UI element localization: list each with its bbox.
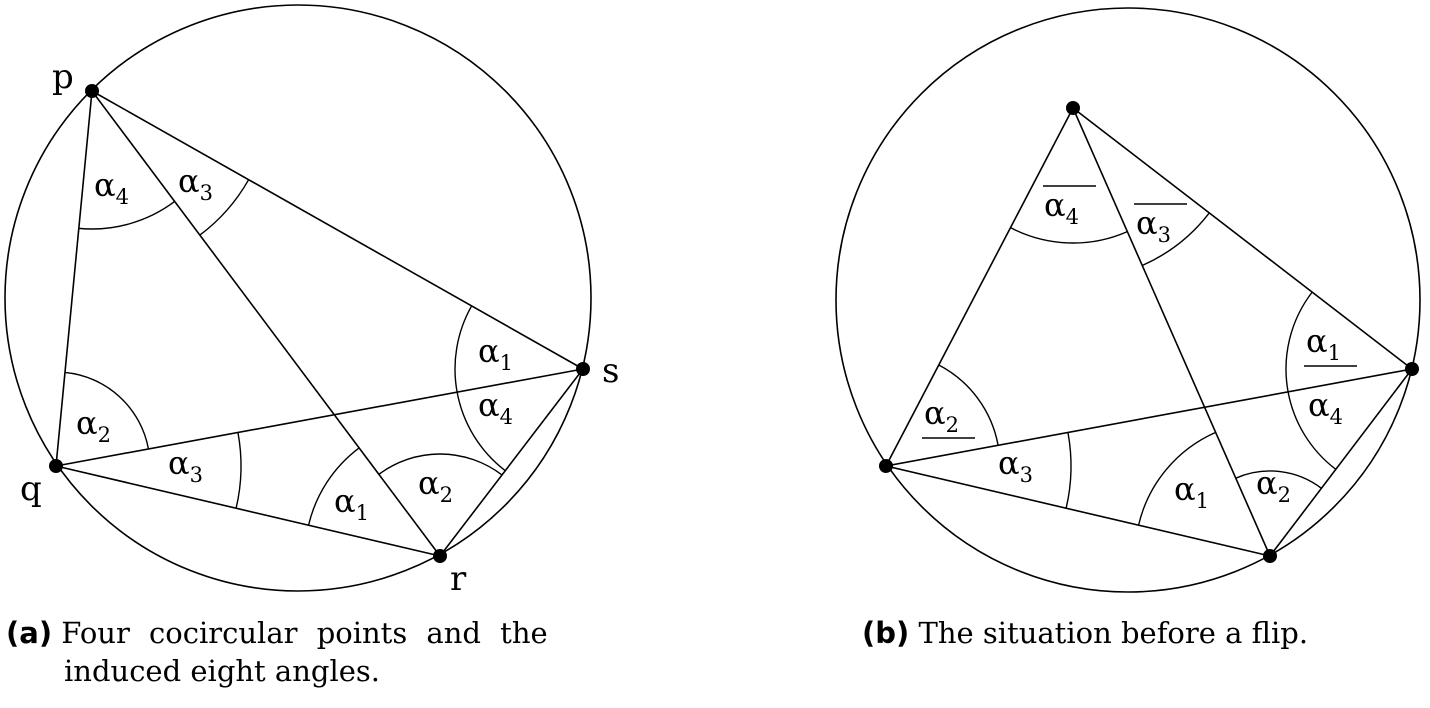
- angle-label-s-a1: α1: [478, 332, 513, 375]
- edge-qs: [55, 368, 584, 467]
- point-label-s: s: [602, 351, 619, 391]
- figure-b: α4 α3 α1 α4 α2 α3 α1 α2: [835, 7, 1421, 593]
- circumcircle-a: [4, 4, 592, 592]
- vertex-q: [49, 459, 63, 473]
- angle-label-r-a2: α2: [418, 464, 453, 507]
- angle-label-r-a1: α1: [334, 482, 369, 525]
- caption-a-tag: (a): [6, 616, 53, 650]
- angle-arc-s: [456, 392, 506, 472]
- point-label-q: q: [20, 469, 42, 509]
- edge-pr: [91, 90, 441, 557]
- angle-label-r-a1-underline: α1: [1306, 322, 1341, 365]
- angle-label-r-a4: α4: [1308, 386, 1343, 429]
- angle-arc-r: [1285, 291, 1313, 392]
- edge-lb: [885, 465, 1271, 557]
- angle-arc-p: [78, 200, 176, 230]
- angle-label-t-a4-overline: α4: [1044, 186, 1079, 229]
- angle-arc-r: [1287, 391, 1337, 470]
- point-label-p: p: [52, 57, 74, 97]
- vertex-t: [1066, 101, 1080, 115]
- angle-label-l-a2-underline: α2: [924, 394, 959, 437]
- vertex-l: [879, 459, 893, 473]
- angle-arc-s: [454, 305, 473, 393]
- edge-pq: [55, 90, 93, 467]
- edge-tr: [1072, 107, 1413, 370]
- caption-b-tag: (b): [862, 616, 910, 650]
- vertex-s: [576, 362, 590, 376]
- caption-a-line2: induced eight angles.: [64, 654, 380, 688]
- edge-qr: [55, 465, 441, 557]
- edge-ps: [91, 90, 584, 370]
- angle-label-t-a3-overline: α3: [1136, 204, 1171, 247]
- angle-label-p-a3: α3: [178, 162, 213, 205]
- edge-rs: [439, 368, 584, 557]
- caption-a-line1: Four cocircular points and the: [61, 616, 548, 650]
- angle-label-b-a2: α2: [1256, 464, 1291, 507]
- angle-label-q-a2: α2: [76, 404, 111, 447]
- angle-arc-q: [64, 371, 150, 450]
- angle-arc-r: [378, 453, 503, 476]
- angle-label-q-a3: α3: [168, 444, 203, 487]
- caption-b: (b) The situation before a flip.: [862, 614, 1308, 652]
- angle-label-p-a4: α4: [94, 166, 129, 209]
- angle-arc-r: [307, 447, 360, 526]
- angle-arc-b: [1235, 470, 1322, 489]
- circumcircle-b: [835, 7, 1421, 593]
- angle-label-s-a4: α4: [478, 386, 513, 429]
- vertex-r: [433, 549, 447, 563]
- edge-tl: [885, 107, 1074, 467]
- angle-arc-q: [235, 432, 242, 509]
- angle-label-l-a3: α3: [998, 444, 1033, 487]
- edge-br: [1269, 368, 1413, 557]
- angle-arc-t: [1141, 212, 1210, 267]
- vertex-b: [1263, 549, 1277, 563]
- vertex-p: [85, 84, 99, 98]
- angle-arc-p: [199, 179, 250, 236]
- point-label-r: r: [450, 559, 467, 599]
- angle-label-b-a1: α1: [1174, 470, 1209, 513]
- caption-a: (a) Four cocircular points and the induc…: [6, 614, 548, 690]
- angle-arc-t: [1010, 227, 1128, 244]
- edge-lr: [885, 368, 1413, 467]
- angle-arc-b: [1137, 431, 1216, 526]
- caption-b-text: The situation before a flip.: [918, 616, 1309, 650]
- edge-tb: [1072, 107, 1271, 557]
- vertex-r: [1405, 362, 1419, 376]
- figure-a: p q r s α4 α3 α1 α4 α2 α3 α1 α2: [4, 4, 619, 599]
- angle-arc-l: [1065, 432, 1072, 509]
- angle-arc-l: [938, 364, 999, 446]
